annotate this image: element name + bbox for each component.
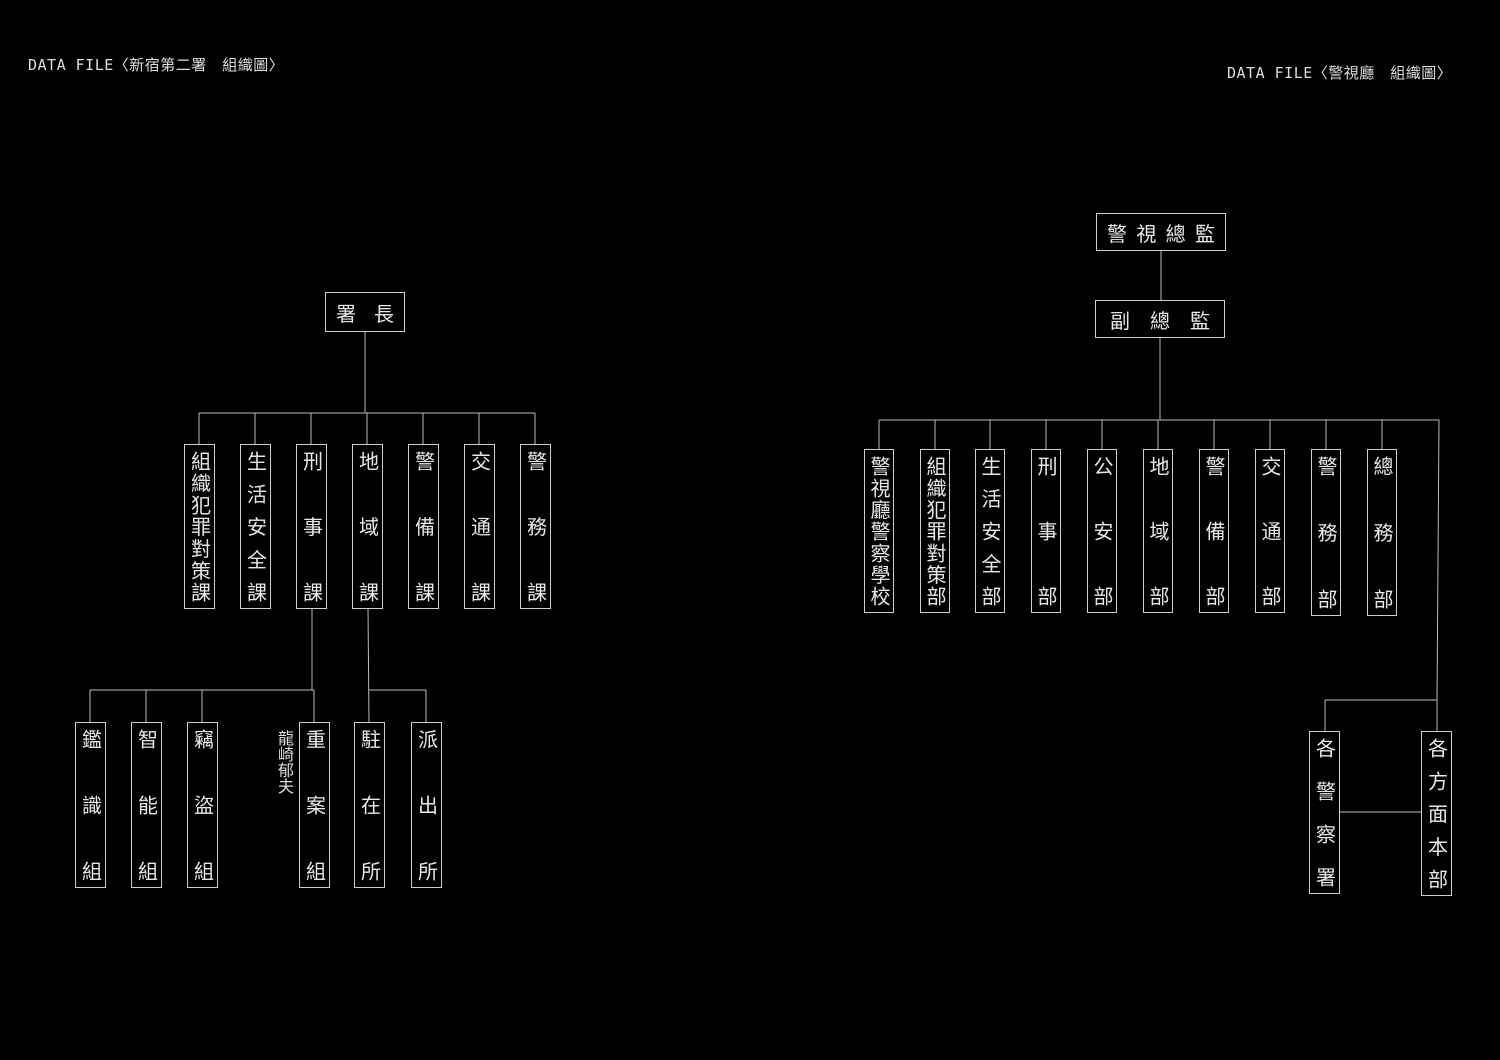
unit-box: 派出所 xyxy=(411,722,442,888)
section-box: 刑事課 xyxy=(296,444,327,609)
unit-label: 竊盜組 xyxy=(190,729,215,881)
deputy-box: 副總監 xyxy=(1095,300,1225,338)
unit-box: 重案組 xyxy=(299,722,330,888)
unit-box: 智能組 xyxy=(131,722,162,888)
department-label: 生活安全部 xyxy=(978,456,1002,606)
department-label: 總務部 xyxy=(1370,456,1394,609)
chief-label: 署長 xyxy=(336,301,394,326)
department-box: 生活安全部 xyxy=(975,449,1005,613)
unit-label: 派出所 xyxy=(414,729,439,881)
department-label: 組織犯罪對策部 xyxy=(923,456,947,606)
unit-label: 鑑識組 xyxy=(78,729,103,881)
right-header: DATA FILE〈警視廳 組織圖〉 xyxy=(1227,64,1453,82)
department-label: 刑事部 xyxy=(1034,456,1058,606)
top-box: 警視總監 xyxy=(1096,213,1226,251)
department-box: 警務部 xyxy=(1311,449,1341,616)
section-box: 組織犯罪對策課 xyxy=(184,444,215,609)
unit-box: 駐在所 xyxy=(354,722,385,888)
department-box: 警視廳警察學校 xyxy=(864,449,894,613)
department-box: 公安部 xyxy=(1087,449,1117,613)
branch-box: 各警察署 xyxy=(1309,731,1340,894)
top-label: 警視總監 xyxy=(1107,221,1215,246)
unit-label: 智能組 xyxy=(134,729,159,881)
person-note: 龍崎郁夫 xyxy=(275,730,294,794)
department-box: 組織犯罪對策部 xyxy=(920,449,950,613)
deputy-label: 副總監 xyxy=(1110,308,1210,333)
branch-box: 各方面本部 xyxy=(1421,731,1452,896)
unit-box: 鑑識組 xyxy=(75,722,106,888)
section-label: 警備課 xyxy=(411,451,436,602)
department-label: 地域部 xyxy=(1146,456,1170,606)
left-header: DATA FILE〈新宿第二署 組織圖〉 xyxy=(28,56,285,74)
section-label: 組織犯罪對策課 xyxy=(187,451,212,602)
section-box: 警務課 xyxy=(520,444,551,609)
section-label: 警務課 xyxy=(523,451,548,602)
department-box: 交通部 xyxy=(1255,449,1285,613)
unit-label: 重案組 xyxy=(302,729,327,881)
section-label: 刑事課 xyxy=(299,451,324,602)
chief-box: 署長 xyxy=(325,292,405,332)
section-box: 地域課 xyxy=(352,444,383,609)
branch-label: 各警察署 xyxy=(1312,738,1337,887)
department-box: 總務部 xyxy=(1367,449,1397,616)
department-box: 刑事部 xyxy=(1031,449,1061,613)
department-label: 警務部 xyxy=(1314,456,1338,609)
unit-box: 竊盜組 xyxy=(187,722,218,888)
unit-label: 駐在所 xyxy=(357,729,382,881)
department-label: 交通部 xyxy=(1258,456,1282,606)
section-label: 地域課 xyxy=(355,451,380,602)
section-box: 生活安全課 xyxy=(240,444,271,609)
department-label: 公安部 xyxy=(1090,456,1114,606)
section-label: 交通課 xyxy=(467,451,492,602)
section-box: 警備課 xyxy=(408,444,439,609)
department-box: 地域部 xyxy=(1143,449,1173,613)
department-label: 警視廳警察學校 xyxy=(867,456,891,606)
department-label: 警備部 xyxy=(1202,456,1226,606)
branch-label: 各方面本部 xyxy=(1424,738,1449,889)
section-box: 交通課 xyxy=(464,444,495,609)
department-box: 警備部 xyxy=(1199,449,1229,613)
section-label: 生活安全課 xyxy=(243,451,268,602)
